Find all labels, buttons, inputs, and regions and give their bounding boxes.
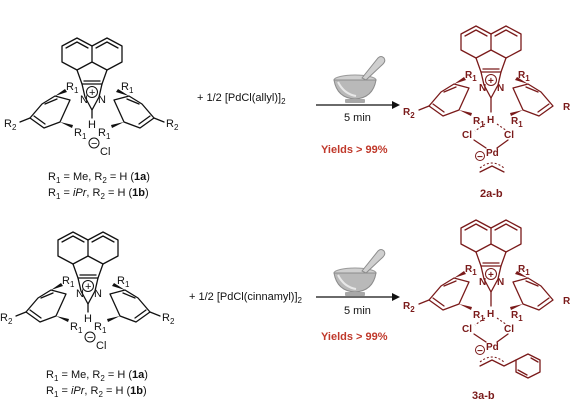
svg-text:R1 = Me, R2 = H (1a): R1 = Me, R2 = H (1a) [46,369,148,383]
svg-text:−: − [87,332,93,344]
svg-text:N: N [497,277,504,288]
yield-2: Yields > 99% [321,331,388,343]
ligand-legend-2: R1 = Me, R2 = H (1a) R1 = iPr, R2 = H (1… [46,369,148,399]
yield-1: Yields > 99% [321,144,388,156]
imidazolium-plus: + [89,87,95,99]
svg-text:R1: R1 [518,264,530,277]
product-complex-2: + N N R1 R1 R1 R1 R2 R H Cl Cl − Pd [403,219,571,379]
r1-bottom-left: R1 [74,127,87,141]
svg-text:+: + [488,270,494,281]
svg-text:Cl: Cl [462,130,472,141]
reaction-1: + N N H R1 R1 R1 R1 R2 R2 − Cl R1 = Me, … [4,25,571,201]
svg-text:R1: R1 [511,116,523,129]
svg-text:R2: R2 [403,107,415,120]
chloride-counterion: Cl [100,146,110,158]
svg-text:R1: R1 [94,321,107,335]
svg-text:R1: R1 [465,264,477,277]
reaction-arrow-2 [316,293,400,301]
reaction-time-2: 5 min [344,305,371,317]
n-atom-right: N [98,94,106,106]
svg-text:Pd: Pd [486,342,499,353]
svg-text:+: + [85,281,91,293]
product-complex-1: + N N R1 R1 R1 R1 R2 R H Cl Cl − Pd [403,25,571,173]
n-atom-left: N [80,94,88,106]
svg-text:R1 = iPr, R2 = H (1b): R1 = iPr, R2 = H (1b) [48,187,149,201]
svg-text:Cl: Cl [504,324,514,335]
svg-text:−: − [477,346,483,357]
svg-text:R1: R1 [62,275,75,289]
svg-text:R1: R1 [473,310,485,323]
reaction-arrow-1 [316,101,400,109]
reagent-2: + 1/2 [PdCl(cinnamyl)]2 [189,291,303,305]
svg-text:R1 = Me, R2 = H (1a): R1 = Me, R2 = H (1a) [48,171,150,185]
svg-text:R1: R1 [473,116,485,129]
svg-text:R1: R1 [518,70,530,83]
svg-text:+: + [488,76,494,87]
r2-right: R2 [166,118,179,132]
svg-text:R: R [563,296,571,307]
svg-text:N: N [479,277,486,288]
svg-text:Cl: Cl [462,324,472,335]
svg-text:Cl: Cl [504,130,514,141]
svg-text:R2: R2 [162,312,175,326]
svg-text:R1: R1 [465,70,477,83]
r1-top-left: R1 [66,81,79,95]
svg-text:Cl: Cl [96,340,106,352]
svg-text:R2: R2 [0,312,13,326]
mortar-pestle-icon-2 [333,249,386,296]
r1-bottom-right: R1 [98,127,111,141]
reaction-2: + N N H R1 R1 R1 R1 R2 R2 − Cl R1 = Me, … [0,219,571,402]
svg-text:H: H [487,309,494,320]
svg-text:R1: R1 [511,310,523,323]
reactant-ligand-precursor-1: + N N H R1 R1 R1 R1 R2 R2 − Cl [4,37,179,158]
chloride-minus: − [91,138,97,150]
svg-text:H: H [84,313,92,325]
c2-h-atom: H [88,119,96,131]
svg-text:R1: R1 [117,275,130,289]
product-label-2: 3a-b [472,390,495,402]
ligand-legend-1: R1 = Me, R2 = H (1a) R1 = iPr, R2 = H (1… [48,171,150,201]
svg-text:R1 = iPr, R2 = H (1b): R1 = iPr, R2 = H (1b) [46,385,147,399]
svg-text:N: N [94,288,102,300]
svg-text:−: − [477,152,483,163]
reaction-time-1: 5 min [344,112,371,124]
svg-text:N: N [497,83,504,94]
svg-text:Pd: Pd [486,148,499,159]
mortar-pestle-icon [333,56,386,103]
svg-text:R2: R2 [403,301,415,314]
r1-top-right: R1 [121,81,134,95]
svg-text:H: H [487,115,494,126]
svg-text:R: R [563,102,571,113]
svg-text:R1: R1 [70,321,83,335]
r2-left: R2 [4,118,17,132]
product-label-1: 2a-b [480,188,503,200]
svg-text:N: N [479,83,486,94]
reagent-1: + 1/2 [PdCl(allyl)]2 [197,92,286,106]
svg-text:N: N [76,288,84,300]
reactant-ligand-precursor-2: + N N H R1 R1 R1 R1 R2 R2 − Cl [0,231,175,352]
